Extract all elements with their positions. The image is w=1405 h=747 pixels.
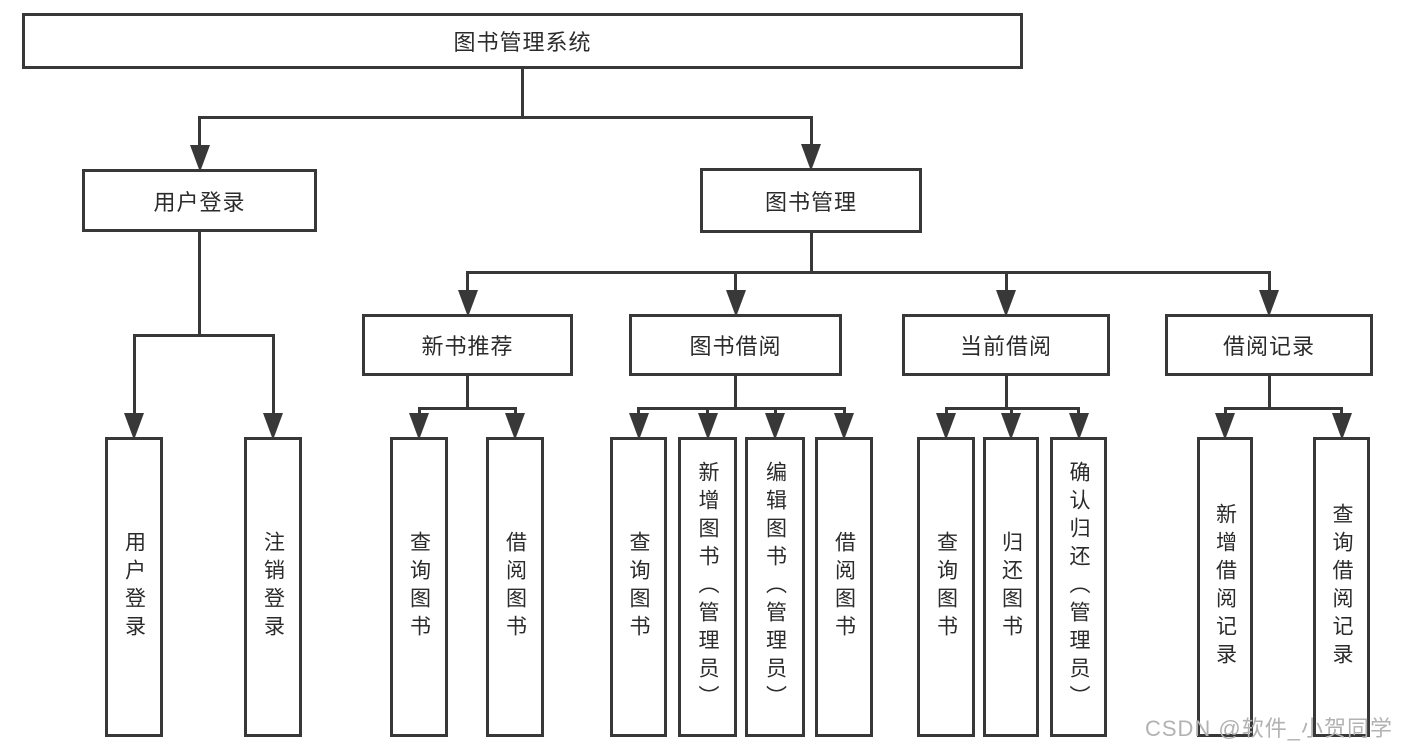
connector-line xyxy=(198,117,201,147)
node-root: 图书管理系统 xyxy=(22,13,1023,69)
node-leaf-query-book-1: 查询图书 xyxy=(390,437,448,737)
arrow-down-icon xyxy=(725,290,746,317)
node-label: 新书推荐 xyxy=(421,334,514,359)
connector-line xyxy=(809,117,813,146)
connector-line xyxy=(271,335,275,415)
node-label: 用户登录 xyxy=(122,531,146,643)
connector-line xyxy=(842,408,846,415)
node-leaf-borrow-book-2: 借阅图书 xyxy=(815,437,873,737)
connector-line xyxy=(1267,272,1271,292)
connector-line xyxy=(417,406,517,410)
connector-line xyxy=(1267,376,1271,408)
arrow-down-icon xyxy=(189,145,210,172)
connector-line xyxy=(734,272,737,292)
arrow-down-icon xyxy=(801,144,821,171)
connector-line xyxy=(132,335,136,415)
node-leaf-user-login: 用户登录 xyxy=(105,437,163,737)
node-label: 当前借阅 xyxy=(959,334,1052,359)
node-label: 借阅图书 xyxy=(832,531,856,643)
connector-line xyxy=(1004,272,1008,292)
node-book-mgmt: 图书管理 xyxy=(700,168,922,233)
node-leaf-add-borrow-record: 新增借阅记录 xyxy=(1197,437,1253,737)
connector-line xyxy=(734,376,737,408)
arrow-down-icon xyxy=(124,413,144,440)
connector-line xyxy=(1077,408,1080,415)
arrow-down-icon xyxy=(834,413,854,440)
connector-line xyxy=(706,408,709,415)
node-leaf-query-book-3: 查询图书 xyxy=(917,437,975,737)
arrow-down-icon xyxy=(765,413,785,440)
connector-line xyxy=(466,376,469,408)
node-borrow-records: 借阅记录 xyxy=(1165,314,1373,376)
connector-line xyxy=(198,232,201,335)
node-user-login: 用户登录 xyxy=(82,169,317,232)
arrow-down-icon xyxy=(1215,413,1235,440)
connector-line xyxy=(198,115,813,119)
node-new-book-rec: 新书推荐 xyxy=(362,314,573,376)
arrow-down-icon xyxy=(1259,290,1279,317)
node-leaf-query-book-2: 查询图书 xyxy=(610,437,667,737)
node-label: 归还图书 xyxy=(999,531,1023,643)
arrow-down-icon xyxy=(263,413,283,440)
connector-line xyxy=(132,333,275,337)
connector-line xyxy=(1223,406,1343,410)
node-label: 确认归还（管理员） xyxy=(1067,461,1090,713)
connector-line xyxy=(1223,408,1227,415)
node-current-borrow: 当前借阅 xyxy=(902,314,1110,376)
node-label: 注销登录 xyxy=(261,531,285,643)
connector-line xyxy=(1009,408,1013,415)
connector-line xyxy=(637,408,640,415)
node-leaf-borrow-book-1: 借阅图书 xyxy=(486,437,544,737)
connector-line xyxy=(466,270,1271,274)
arrow-down-icon xyxy=(936,413,956,440)
arrow-down-icon xyxy=(1068,413,1089,440)
node-label: 用户登录 xyxy=(153,189,246,215)
arrow-down-icon xyxy=(1331,413,1352,440)
watermark-text: CSDN @软件_小贺同学 xyxy=(1144,716,1393,741)
node-leaf-logout: 注销登录 xyxy=(244,437,302,737)
node-leaf-edit-book: 编辑图书（管理员） xyxy=(745,437,805,737)
node-label: 查询图书 xyxy=(627,531,650,643)
node-label: 借阅图书 xyxy=(503,531,527,643)
node-label: 图书借阅 xyxy=(689,334,782,359)
node-book-borrow: 图书借阅 xyxy=(629,314,842,376)
connector-line xyxy=(773,408,777,415)
arrow-down-icon xyxy=(697,413,718,440)
connector-line xyxy=(466,272,469,292)
node-label: 新增借阅记录 xyxy=(1213,503,1237,671)
connector-line xyxy=(513,408,517,415)
arrow-down-icon xyxy=(409,413,429,440)
node-label: 查询图书 xyxy=(934,531,958,643)
node-label: 图书管理系统 xyxy=(453,30,592,55)
node-label: 查询图书 xyxy=(407,531,431,643)
node-label: 查询借阅记录 xyxy=(1330,503,1353,671)
connector-line xyxy=(417,408,421,415)
connector-line xyxy=(637,406,846,410)
node-leaf-add-book: 新增图书（管理员） xyxy=(678,437,737,737)
connector-line xyxy=(944,408,948,415)
node-leaf-return-book: 归还图书 xyxy=(983,437,1039,737)
connector-line xyxy=(521,69,524,117)
connector-line xyxy=(1340,408,1343,415)
node-label: 编辑图书（管理员） xyxy=(763,461,787,713)
node-label: 借阅记录 xyxy=(1222,334,1315,359)
connector-line xyxy=(1004,376,1008,408)
node-label: 新增图书（管理员） xyxy=(696,461,719,713)
node-leaf-query-borrow-record: 查询借阅记录 xyxy=(1313,437,1370,737)
arrow-down-icon xyxy=(457,290,478,317)
node-label: 图书管理 xyxy=(764,189,857,215)
connector-line xyxy=(809,233,813,272)
arrow-down-icon xyxy=(505,413,525,440)
arrow-down-icon xyxy=(628,413,649,440)
arrow-down-icon xyxy=(996,290,1016,317)
node-leaf-confirm-return: 确认归还（管理员） xyxy=(1050,437,1107,737)
arrow-down-icon xyxy=(1001,413,1021,440)
